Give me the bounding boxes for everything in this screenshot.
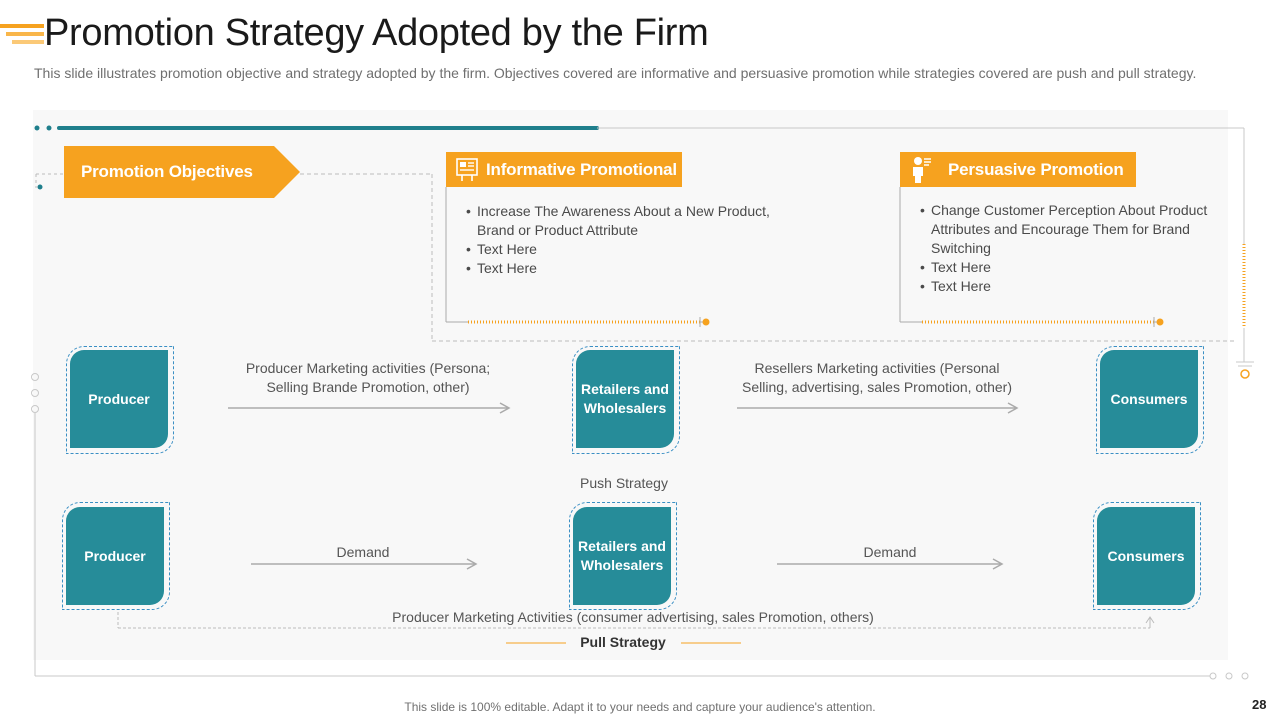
list-item: Text Here bbox=[466, 259, 796, 278]
informative-bullet-list: Increase The Awareness About a New Produ… bbox=[466, 202, 796, 278]
list-item: Increase The Awareness About a New Produ… bbox=[466, 202, 796, 240]
pull-flow-label-2: Demand bbox=[863, 544, 917, 560]
push-flow-label-1: Producer Marketing activities (Persona; … bbox=[245, 360, 491, 395]
persuasive-promotion-title: Persuasive Promotion bbox=[948, 159, 1124, 179]
push-flow-label-2: Resellers Marketing activities (Personal… bbox=[741, 360, 1013, 395]
pull-retailers-frame bbox=[569, 502, 677, 610]
presenter-icon bbox=[906, 152, 936, 187]
informative-promotion-title: Informative Promotional bbox=[486, 159, 677, 179]
list-item: Text Here bbox=[920, 258, 1230, 277]
list-item: Text Here bbox=[920, 277, 1230, 296]
pull-producer-frame bbox=[62, 502, 170, 610]
push-retailers-node: Retailers and Wholesalers bbox=[576, 350, 674, 448]
pull-return-flow-label: Producer Marketing Activities (consumer … bbox=[392, 609, 874, 625]
pull-strategy-label: Pull Strategy bbox=[580, 634, 666, 650]
promotion-objectives-label: Promotion Objectives bbox=[81, 162, 253, 181]
push-producer-frame bbox=[66, 346, 174, 454]
pull-retailers-node: Retailers and Wholesalers bbox=[573, 507, 671, 605]
slide-subtitle: This slide illustrates promotion objecti… bbox=[34, 65, 1197, 81]
persuasive-bullet-list: Change Customer Perception About Product… bbox=[920, 201, 1230, 296]
list-item: Change Customer Perception About Product… bbox=[920, 201, 1230, 258]
slide-title: Promotion Strategy Adopted by the Firm bbox=[44, 12, 709, 54]
push-consumers-frame bbox=[1096, 346, 1204, 454]
list-item: Text Here bbox=[466, 240, 796, 259]
push-consumers-node: Consumers bbox=[1100, 350, 1198, 448]
pull-consumers-node: Consumers bbox=[1097, 507, 1195, 605]
billboard-icon bbox=[452, 152, 482, 187]
pull-flow-label-1: Demand bbox=[336, 544, 390, 560]
informative-promotion-header: Informative Promotional bbox=[446, 152, 682, 187]
title-stripes-decoration bbox=[0, 24, 44, 44]
pull-producer-node: Producer bbox=[66, 507, 164, 605]
arrow-tag-shape bbox=[64, 146, 300, 198]
page-number: 28 bbox=[1252, 697, 1267, 712]
push-retailers-frame bbox=[572, 346, 680, 454]
pull-consumers-frame bbox=[1093, 502, 1201, 610]
push-strategy-label: Push Strategy bbox=[580, 475, 668, 491]
persuasive-promotion-header: Persuasive Promotion bbox=[900, 152, 1136, 187]
promotion-objectives-tag: Promotion Objectives bbox=[64, 146, 300, 198]
slide-footer: This slide is 100% editable. Adapt it to… bbox=[404, 700, 876, 714]
push-producer-node: Producer bbox=[70, 350, 168, 448]
